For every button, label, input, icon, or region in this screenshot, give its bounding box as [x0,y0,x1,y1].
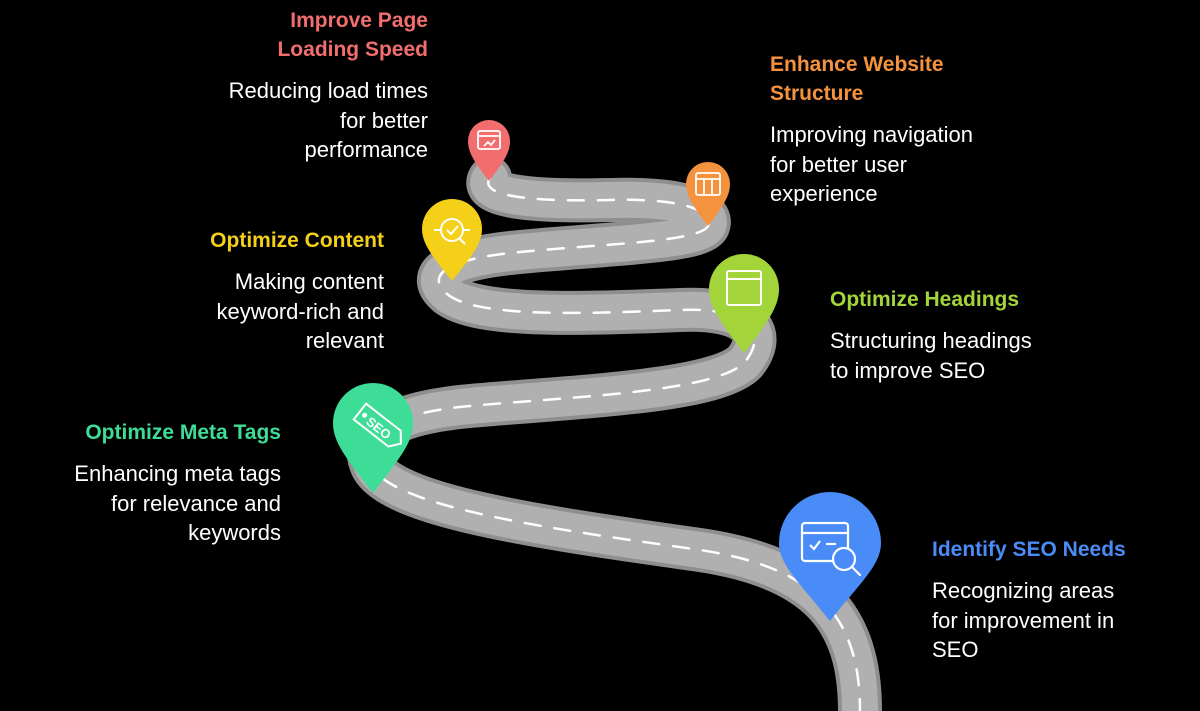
step-description: Structuring headings to improve SEO [830,328,1032,383]
content-optimize-icon [434,218,470,245]
pin-page-speed [468,120,510,181]
step-structure: Enhance Website Structure Improving navi… [770,50,1090,209]
step-description: Recognizing areas for improvement in SEO [932,578,1115,662]
heading-layout-icon [726,270,762,306]
step-title: Optimize Headings [830,288,1020,311]
step-title: Identify SEO Needs [932,538,1126,561]
webpage-speed-icon [477,130,501,150]
pin-content [422,199,482,281]
step-meta: Optimize Meta Tags Enhancing meta tags f… [0,418,281,548]
step-description: Improving navigation for better user exp… [770,122,974,206]
step-description: Enhancing meta tags for relevance and ke… [74,461,281,545]
step-page-speed: Improve Page Loading Speed Reducing load… [128,6,428,165]
site-structure-icon [695,172,721,196]
search-analysis-icon [800,521,862,577]
step-title: Improve Page Loading Speed [277,9,428,61]
pin-meta: SEO [333,383,413,493]
step-seo-needs: Identify SEO Needs Recognizing areas for… [932,535,1192,665]
pin-structure [686,162,730,226]
pin-headings [709,254,779,353]
step-title: Optimize Meta Tags [85,421,281,444]
step-content: Optimize Content Making content keyword-… [84,226,384,356]
step-headings: Optimize Headings Structuring headings t… [830,285,1150,385]
step-description: Making content keyword-rich and relevant [216,269,384,353]
step-title: Enhance Website Structure [770,53,944,105]
pin-seo-needs [779,492,881,621]
step-description: Reducing load times for better performan… [228,78,428,162]
step-title: Optimize Content [210,229,384,252]
